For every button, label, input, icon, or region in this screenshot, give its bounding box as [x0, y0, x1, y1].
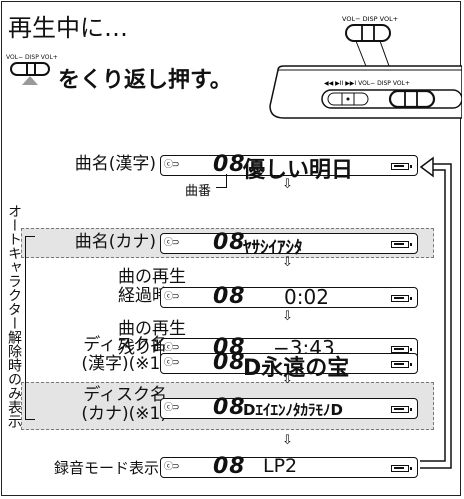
disp-button-icon: VOL− DISP VOL+: [6, 54, 58, 94]
down-arrow-icon: ⇩: [282, 177, 293, 192]
lcd-title-kanji: ⓒ⊃ 08 優しい明日: [160, 152, 418, 183]
instruction-line-1: 再生中に…: [8, 14, 128, 42]
down-arrow-icon: ⇩: [282, 309, 293, 324]
disc-icon: ⓒ⊃: [164, 292, 180, 302]
track-title-kanji: 優しい明日: [243, 158, 354, 183]
record-mode: LP2: [263, 455, 298, 477]
side-bracket: [25, 236, 35, 420]
battery-icon: [391, 241, 412, 248]
down-arrow-icon: ⇩: [282, 255, 293, 270]
disc-icon: ⓒ⊃: [164, 462, 180, 472]
lcd-disc-kanji: ⓒ⊃ 08 D永遠の宝: [160, 350, 418, 381]
disc-title-kana: DｴｲｴﾝﾉﾀｶﾗﾓﾉD: [243, 401, 343, 419]
track-number: 08: [213, 395, 246, 420]
track-number-pointer: [216, 174, 227, 188]
down-arrow-icon: ⇩: [282, 372, 293, 387]
battery-icon: [391, 295, 412, 302]
track-number: 08: [213, 350, 246, 375]
track-number: 08: [213, 152, 246, 177]
device-illustration: VOL− DISP VOL+ ◀◀ ▶II ▶▶I VOL− DISP VOL+: [269, 15, 462, 119]
battery-icon: [391, 465, 412, 472]
track-title-kana: ﾔｻｼｲｱｼﾀ: [243, 238, 303, 258]
down-arrow-icon: ⇩: [282, 433, 293, 448]
track-number: 08: [213, 454, 246, 479]
elapsed-time: 0:02: [284, 285, 329, 309]
row-label-record-mode: 録音モード表示: [53, 459, 159, 477]
disc-icon: ⓒ⊃: [164, 343, 180, 353]
auto-character-note: オートキャラクター解除時のみ表示: [6, 204, 22, 428]
row-label-title-kanji: 曲名(漢字): [74, 154, 156, 174]
lcd-record-mode: ⓒ⊃ 08 LP2: [160, 454, 418, 479]
battery-icon: [391, 346, 412, 353]
lcd-disc-kana: ⓒ⊃ 08 DｴｲｴﾝﾉﾀｶﾗﾓﾉD: [160, 395, 418, 420]
disc-icon: ⓒ⊃: [164, 403, 180, 413]
track-number: 08: [213, 284, 246, 309]
battery-icon: [391, 406, 412, 413]
top-button-caption: VOL− DISP VOL+: [342, 15, 398, 23]
device-button-caption: ◀◀ ▶II ▶▶I VOL− DISP VOL+: [324, 80, 410, 87]
track-number-caption: 曲番: [185, 184, 212, 199]
battery-icon: [391, 163, 412, 170]
disc-icon: ⓒ⊃: [164, 358, 180, 368]
return-loop-arrow: [419, 156, 452, 469]
row-label-disc-kanji: ディスク名(漢字)(※1): [81, 335, 167, 374]
disc-icon: ⓒ⊃: [164, 238, 180, 248]
disc-title-kanji: D永遠の宝: [243, 356, 350, 381]
row-label-title-kana: 曲名(カナ): [74, 232, 156, 252]
battery-icon: [391, 361, 412, 368]
row-label-disc-kana: ディスク名(カナ)(※1): [81, 385, 167, 424]
lcd-elapsed-time: ⓒ⊃ 08 0:02: [160, 284, 418, 309]
instruction-line-2: をくり返し押す。: [58, 68, 232, 93]
track-number: 08: [213, 230, 246, 255]
lcd-title-kana: ⓒ⊃ 08 ﾔｻｼｲｱｼﾀ: [160, 230, 418, 258]
disc-icon: ⓒ⊃: [164, 160, 180, 170]
